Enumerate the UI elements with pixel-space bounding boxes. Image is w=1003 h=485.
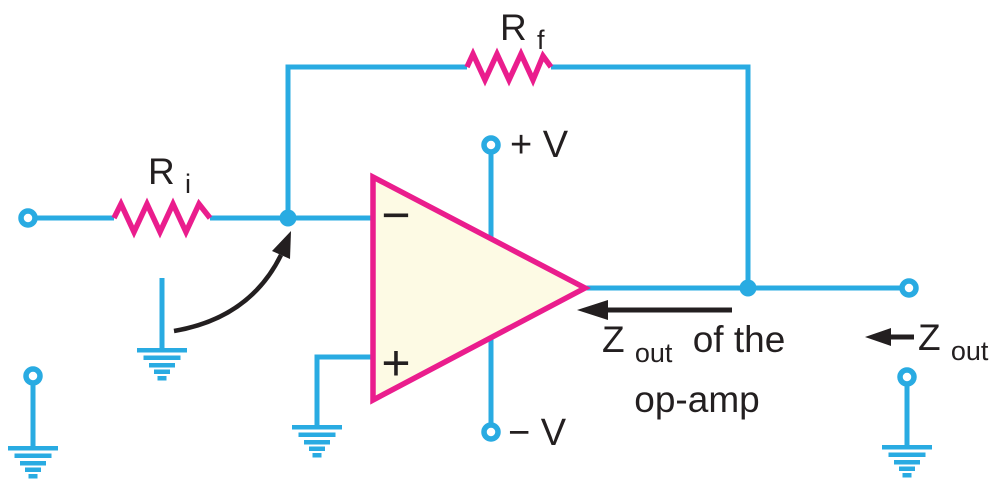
resistors [111, 47, 554, 239]
bottom-right-ground-symbol [882, 445, 932, 478]
zout-opamp-arrowhead-icon [577, 300, 608, 320]
input-resistor-symbol [111, 197, 213, 239]
feedback-wire-left [285, 64, 467, 218]
output-node-dot [739, 279, 757, 297]
feedback-wire-right [551, 64, 751, 288]
external-zout-label-sub: out [951, 336, 989, 366]
zout-opamp-label-line2: op-amp [634, 379, 759, 420]
virtual-ground-arrowhead-icon [272, 231, 291, 259]
opamp-triangle [370, 172, 591, 405]
annotation-arrows [173, 231, 914, 346]
ground-symbols [8, 348, 932, 479]
bottom-left-ground-symbol [8, 446, 58, 479]
zout-opamp-label: Z out of the [602, 319, 785, 370]
virtual-ground-symbol [137, 348, 187, 381]
feedback-resistor-label: R f [500, 7, 545, 55]
feedback-resistor-label-sub: f [537, 25, 545, 55]
bottom-right-terminal [897, 367, 917, 387]
external-zout-arrowhead-icon [865, 328, 891, 346]
negative-supply-terminal [481, 422, 501, 442]
input-resistor-label: R i [148, 151, 191, 199]
positive-supply-terminal [481, 135, 501, 155]
negative-supply-label: − V [508, 412, 567, 454]
opamp-noninverting-input-label: + [381, 335, 410, 391]
zout-opamp-label-base: Z [602, 319, 625, 360]
opamp-inverting-input-label: − [381, 187, 410, 243]
output-terminal [899, 278, 919, 298]
positive-supply-label: + V [510, 124, 569, 166]
input-resistor-label-base: R [148, 151, 175, 192]
inverting-node-dot [279, 209, 297, 227]
external-zout-label: Z out [918, 317, 989, 366]
zout-opamp-label-rest: of the [693, 319, 786, 360]
text-labels: R i R f + V − V − + Z out of the op-amp … [148, 7, 989, 454]
terminals [18, 135, 919, 442]
noninverting-ground-symbol [292, 425, 342, 458]
feedback-resistor-label-base: R [500, 7, 527, 48]
zout-opamp-label-sub: out [635, 338, 673, 368]
virtual-ground-curved-arrow [173, 254, 284, 334]
junction-dots [279, 209, 757, 297]
noninverting-ground-wire [314, 354, 373, 425]
feedback-resistor-symbol [464, 47, 554, 87]
external-zout-label-base: Z [918, 317, 941, 358]
bottom-left-terminal [23, 366, 43, 386]
input-resistor-label-sub: i [185, 169, 191, 199]
input-terminal [18, 208, 38, 228]
